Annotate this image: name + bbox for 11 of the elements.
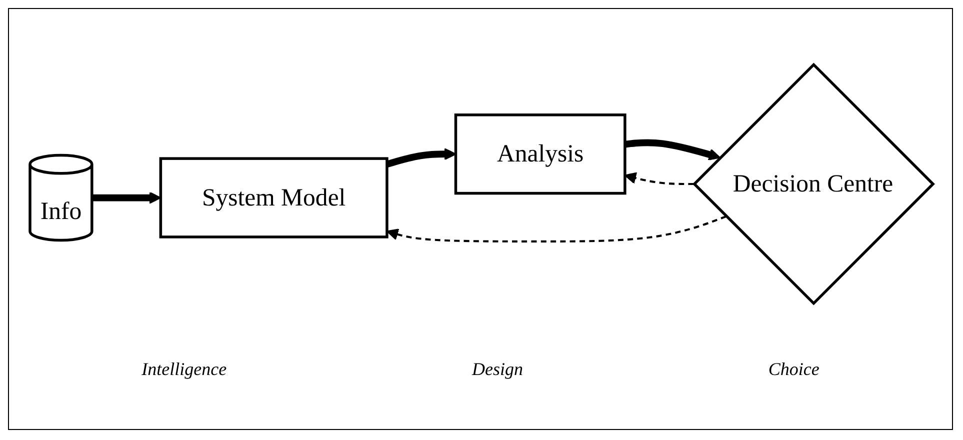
arrow bbox=[624, 172, 694, 186]
arrow bbox=[92, 192, 162, 204]
arrow bbox=[624, 139, 721, 160]
node-box: System Model bbox=[159, 157, 388, 238]
node-box: Analysis bbox=[454, 114, 626, 195]
stage-label: Design bbox=[472, 359, 523, 380]
arrow bbox=[386, 148, 456, 168]
node-diamond: Decision Centre bbox=[692, 62, 935, 306]
stage-label: Choice bbox=[768, 359, 820, 380]
arrow bbox=[386, 215, 727, 242]
stage-label: Intelligence bbox=[142, 359, 227, 380]
